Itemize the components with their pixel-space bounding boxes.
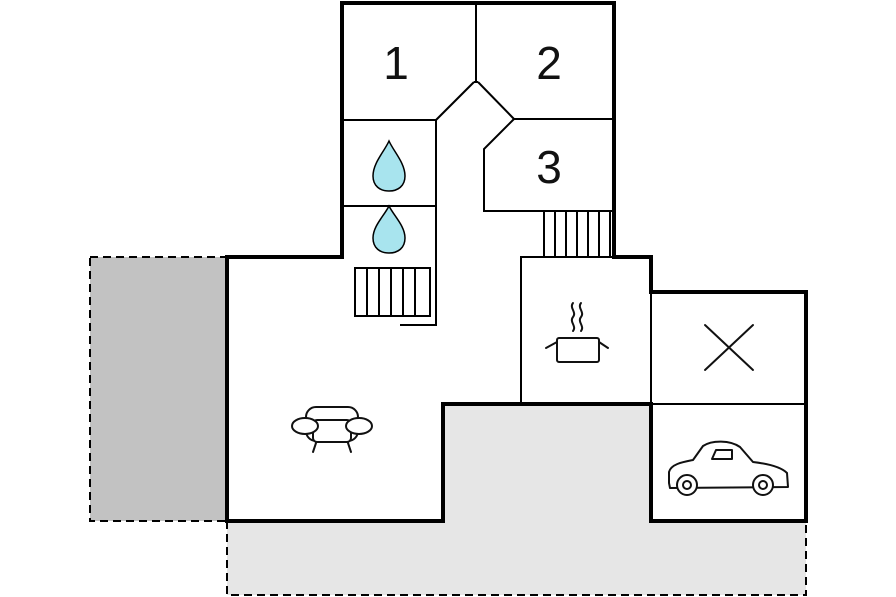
water-drop-icon [372,204,406,254]
cross-icon [704,324,754,371]
room-2-label: 2 [536,37,562,89]
wall-kitchen [520,256,614,403]
exterior-wall [225,1,808,523]
room-1-label: 1 [383,37,409,89]
wall-1-diagonal [435,81,475,121]
sofa-icon [291,406,373,453]
cooking-pot-icon [545,302,609,363]
stairs-icon [543,210,611,258]
terrace-left [89,256,228,522]
wall-stair-landing [400,257,437,326]
outer-walls [225,1,808,523]
room-3-label: 3 [536,141,562,193]
car-icon [668,440,789,496]
terrace-bottom [227,404,806,595]
wall-2-diagonal [477,81,515,120]
water-drop-icon [372,139,406,192]
terrace-bottom-border [226,521,807,596]
stairs-icon [354,267,431,317]
terraces [89,256,807,596]
